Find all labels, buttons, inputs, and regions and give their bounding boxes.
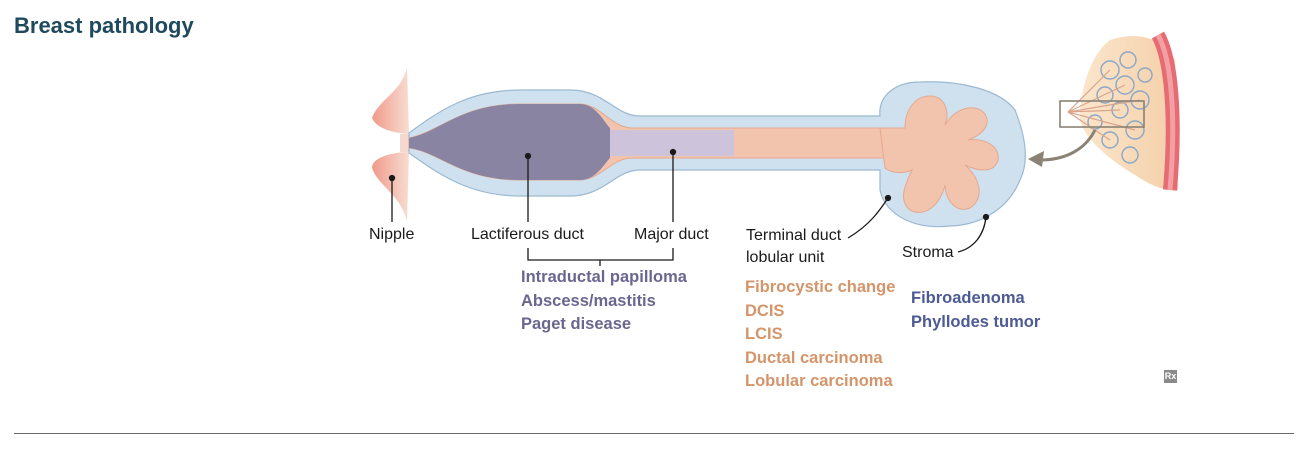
lactiferous-duct-shape (409, 104, 610, 180)
label-terminal-duct: Terminal duct lobular unit (746, 225, 841, 269)
list-item: Phyllodes tumor (911, 312, 1041, 331)
list-item: Paget disease (521, 315, 632, 333)
divider (14, 433, 1294, 434)
page-title: Breast pathology (14, 13, 194, 38)
label-terminal-duct-line2: lobular unit (746, 249, 825, 266)
list-item: LCIS (745, 325, 783, 343)
duct-conditions-list: Intraductal papilloma Abscess/mastitis P… (521, 266, 687, 337)
list-item: DCIS (745, 301, 785, 320)
label-lactiferous-duct: Lactiferous duct (471, 226, 584, 243)
rx-icon: Rx (1164, 370, 1177, 383)
pointer-lines (388, 148, 990, 266)
stroma-conditions-list: Fibroadenoma Phyllodes tumor (911, 287, 1040, 334)
label-terminal-duct-line1: Terminal duct (746, 227, 842, 244)
list-item: Intraductal papilloma (521, 268, 687, 286)
list-item: Fibroadenoma (911, 289, 1025, 307)
breast-inset (1028, 31, 1180, 191)
label-stroma: Stroma (902, 244, 954, 261)
list-item: Abscess/mastitis (521, 291, 656, 310)
list-item: Fibrocystic change (745, 278, 896, 296)
label-nipple: Nipple (369, 226, 415, 243)
tdlu-conditions-list: Fibrocystic change DCIS LCIS Ductal carc… (745, 276, 895, 394)
list-item: Ductal carcinoma (745, 348, 883, 367)
label-major-duct: Major duct (634, 226, 709, 243)
tdlu-shape (879, 95, 999, 213)
list-item: Lobular carcinoma (745, 372, 893, 390)
